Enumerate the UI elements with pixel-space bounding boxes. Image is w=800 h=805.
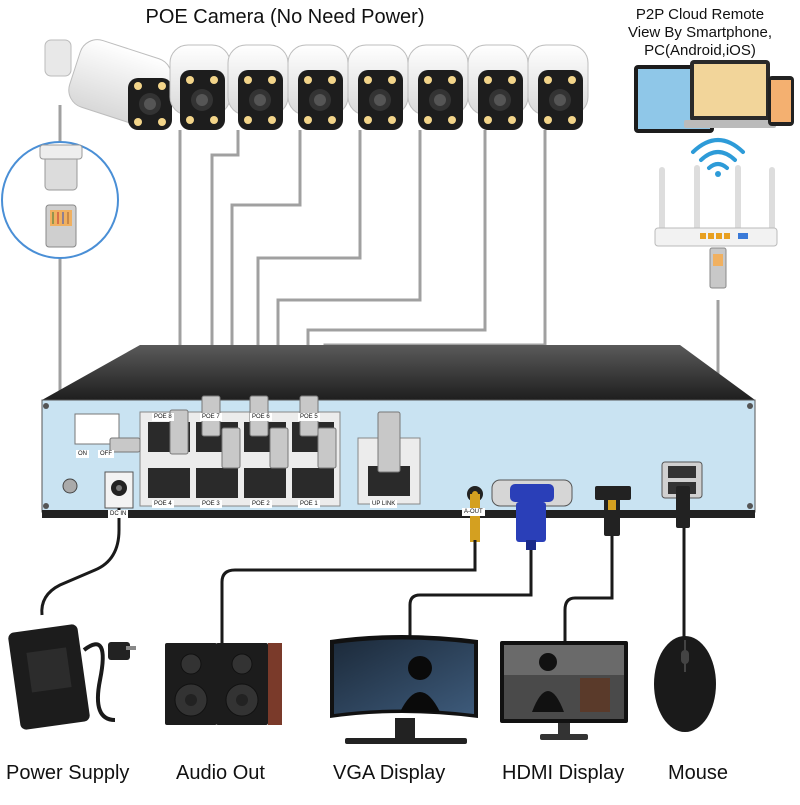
port-label-poe6: POE 6 [250, 413, 272, 421]
camera-5 [347, 44, 409, 130]
port-label-poe3: POE 3 [200, 500, 222, 508]
dc-in-label: DC IN [108, 510, 129, 518]
switch-on-label: ON [76, 450, 89, 458]
wifi-icon [691, 138, 745, 177]
diagram-title: POE Camera (No Need Power) [145, 6, 425, 28]
nvr-recorder [41, 345, 756, 550]
remote-devices [634, 60, 794, 133]
port-label-poe8: POE 8 [152, 413, 174, 421]
camera-7 [467, 44, 529, 130]
router [654, 165, 778, 289]
camera-3 [227, 44, 289, 130]
cable-cam3 [210, 130, 240, 400]
p2p-caption: P2P Cloud Remote View By Smartphone, PC(… [600, 6, 800, 60]
vga-monitor [330, 635, 478, 744]
port-label-poe1: POE 1 [298, 500, 320, 508]
camera-1 [44, 39, 172, 130]
cameras [44, 39, 589, 130]
cable-audio [220, 540, 477, 648]
p2p-line3: PC(Android,iOS) [644, 42, 756, 59]
label-mouse: Mouse [668, 762, 729, 784]
port-label-poe2: POE 2 [250, 500, 272, 508]
port-label-poe7: POE 7 [200, 413, 222, 421]
cable-cam5 [256, 130, 362, 400]
camera-8 [527, 44, 589, 130]
connector-detail [1, 141, 119, 259]
label-hdmi-display: HDMI Display [502, 762, 625, 784]
p2p-line2: View By Smartphone, [628, 24, 772, 41]
cable-cam4 [230, 130, 302, 430]
mouse [654, 636, 716, 732]
label-audio-out: Audio Out [176, 762, 265, 784]
cable-vga [408, 550, 533, 640]
power-supply [8, 624, 136, 730]
camera-2 [169, 44, 231, 130]
label-vga-display: VGA Display [333, 762, 446, 784]
cable-hdmi [563, 536, 614, 645]
port-label-poe5: POE 5 [298, 413, 320, 421]
p2p-line1: P2P Cloud Remote [635, 6, 765, 23]
hdmi-monitor [500, 641, 628, 740]
port-label-poe4: POE 4 [152, 500, 174, 508]
uplink-label: UP LINK [370, 500, 398, 508]
camera-4 [287, 44, 349, 130]
audio-out-port-label: A-OUT [462, 508, 485, 516]
switch-off-label: OFF [98, 450, 114, 458]
speakers [165, 643, 282, 725]
cable-power [40, 508, 121, 616]
peripheral-cables [40, 508, 686, 648]
label-power-supply: Power Supply [6, 762, 130, 784]
camera-6 [407, 44, 469, 130]
